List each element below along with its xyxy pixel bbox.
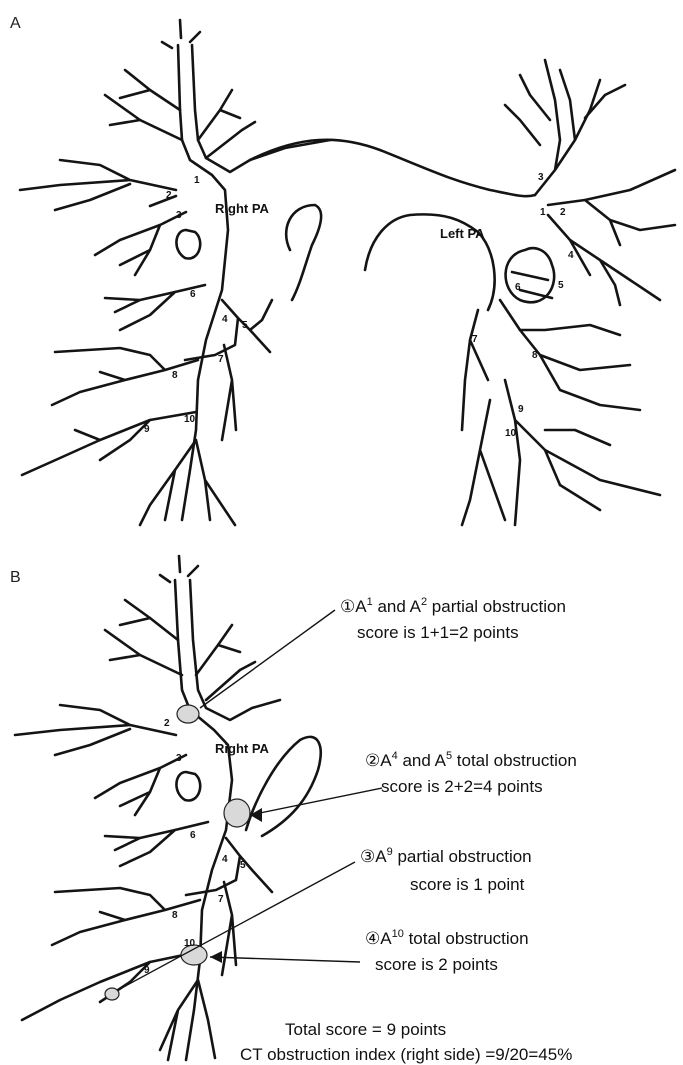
- occlusion-a4-a5: [224, 799, 250, 827]
- annotation-2-artery: A: [380, 751, 392, 770]
- seg-label-a-l10: 10: [505, 428, 517, 439]
- right-pulmonary-tree-b: [15, 556, 321, 1060]
- seg-label-b-10: 10: [184, 938, 196, 949]
- seg-label-a-l7: 7: [472, 334, 478, 345]
- seg-label-a-l8: 8: [532, 350, 538, 361]
- seg-label-a-r8: 8: [172, 370, 178, 381]
- pulmonary-trunk-arch: [250, 140, 535, 196]
- seg-label-a-r3: 3: [176, 210, 182, 221]
- seg-label-a-r10: 10: [184, 414, 196, 425]
- annotation-1-artery: A: [355, 597, 367, 616]
- seg-label-a-l3: 3: [538, 172, 544, 183]
- seg-label-a-r9: 9: [144, 424, 150, 435]
- panel-a-letter: A: [10, 15, 21, 32]
- annotation-3-marker: ③: [360, 847, 375, 866]
- seg-label-b-3: 3: [176, 753, 182, 764]
- leader-line-1: [200, 610, 335, 708]
- right-pulmonary-tree-a: [20, 20, 330, 525]
- seg-label-a-r2: 2: [166, 190, 172, 201]
- seg-label-b-6: 6: [190, 830, 196, 841]
- panel-b: B Right PA 2 3 4 5 6: [10, 556, 577, 1064]
- left-pa-label-a: Left PA: [440, 226, 485, 241]
- annotation-4-artery: A: [380, 929, 392, 948]
- seg-label-b-8: 8: [172, 910, 178, 921]
- annotation-1-and: and A: [373, 597, 422, 616]
- annotation-4-marker: ④: [365, 929, 380, 948]
- total-score: Total score = 9 points: [285, 1020, 446, 1039]
- seg-label-b-4: 4: [222, 854, 228, 865]
- annotation-1-line2: score is 1+1=2 points: [357, 623, 519, 642]
- annotation-2-type: total obstruction: [452, 751, 577, 770]
- seg-label-a-l9: 9: [518, 404, 524, 415]
- occlusion-a1-a2: [177, 705, 199, 723]
- panel-a: A: [10, 15, 675, 525]
- annotation-4-line1: ④A10 total obstruction: [365, 928, 529, 948]
- annotation-3-line2: score is 1 point: [410, 875, 525, 894]
- seg-label-a-r6: 6: [190, 289, 196, 300]
- leader-line-2: [250, 788, 382, 815]
- seg-label-b-2: 2: [164, 718, 170, 729]
- seg-label-a-r4: 4: [222, 314, 228, 325]
- seg-label-a-l5: 5: [558, 280, 564, 291]
- seg-label-b-7: 7: [218, 894, 224, 905]
- annotation-4-line2: score is 2 points: [375, 955, 498, 974]
- seg-label-a-r1: 1: [194, 175, 200, 186]
- right-pa-label-a: Right PA: [215, 201, 270, 216]
- ct-obstruction-index: CT obstruction index (right side) =9/20=…: [240, 1045, 572, 1064]
- arrowhead-4: [210, 951, 222, 963]
- seg-label-a-r7: 7: [218, 354, 224, 365]
- annotation-2-line2: score is 2+2=4 points: [381, 777, 543, 796]
- leader-line-4: [210, 957, 360, 962]
- annotation-3-type: partial obstruction: [393, 847, 532, 866]
- annotation-1-marker: ①: [340, 597, 355, 616]
- seg-label-a-l6: 6: [515, 282, 521, 293]
- seg-label-a-l1: 1: [540, 207, 546, 218]
- annotation-3-line1: ③A9 partial obstruction: [360, 846, 532, 866]
- annotation-2-and: and A: [398, 751, 447, 770]
- occlusion-a9: [105, 988, 119, 1000]
- right-pa-label-b: Right PA: [215, 741, 270, 756]
- annotation-2-line1: ②A4 and A5 total obstruction: [365, 750, 577, 770]
- annotation-3-artery: A: [375, 847, 387, 866]
- seg-label-a-l2: 2: [560, 207, 566, 218]
- seg-label-a-l4: 4: [568, 250, 574, 261]
- annotation-4-sup: 10: [392, 928, 404, 940]
- annotation-1-line1: ①A1 and A2 partial obstruction: [340, 596, 566, 616]
- seg-label-a-r5: 5: [242, 320, 248, 331]
- seg-label-b-5: 5: [240, 860, 246, 871]
- annotation-2-marker: ②: [365, 751, 380, 770]
- panel-b-letter: B: [10, 569, 21, 586]
- annotation-1-type: partial obstruction: [427, 597, 566, 616]
- pulmonary-trunk-inner: [286, 205, 321, 300]
- annotation-4-type: total obstruction: [404, 929, 529, 948]
